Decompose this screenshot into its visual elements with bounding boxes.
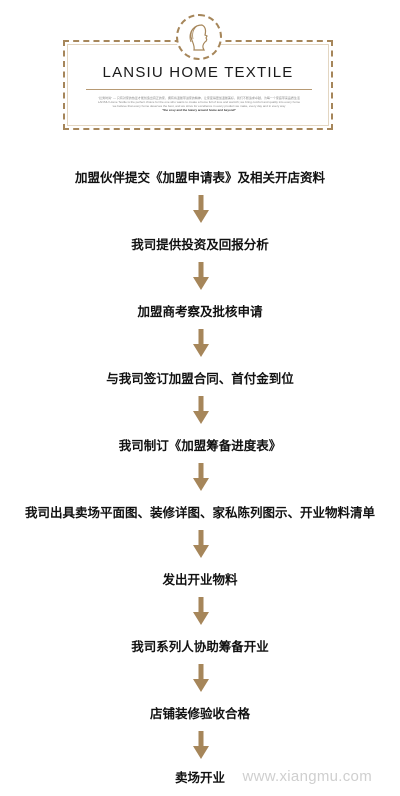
- down-arrow-icon: [193, 262, 209, 290]
- down-arrow-icon: [193, 530, 209, 558]
- flow-step-5: 我司制订《加盟筹备进度表》: [118, 438, 282, 453]
- flow-step-3: 加盟商考察及批核申请: [137, 304, 263, 319]
- flow-step-2: 我司提供投资及回报分析: [131, 237, 269, 252]
- flow-step-9: 店铺装修验收合格: [149, 706, 250, 721]
- flow-step-4: 与我司签订加盟合同、首付金到位: [106, 371, 294, 386]
- down-arrow-icon: [193, 329, 209, 357]
- flow-step-7: 发出开业物料: [162, 572, 238, 587]
- site-watermark: www.xiangmu.com: [242, 768, 372, 785]
- woman-profile-logo-icon: [176, 14, 222, 60]
- flow-step-1: 加盟伙伴提交《加盟申请表》及相关开店资料: [74, 170, 325, 185]
- down-arrow-icon: [193, 664, 209, 692]
- brand-fine-print: “拦秀时尚” — 只有对家的热爱才能创造出真正的家，拥有将温馨带进家的精神，让家…: [86, 96, 312, 112]
- fine-print-line: we believe that every home deserves the …: [112, 104, 286, 108]
- down-arrow-icon: [193, 597, 209, 625]
- flow-step-10: 卖场开业: [174, 770, 225, 785]
- down-arrow-icon: [193, 195, 209, 223]
- down-arrow-icon: [193, 463, 209, 491]
- down-arrow-icon: [193, 731, 209, 759]
- flow-step-8: 我司系列人协助筹备开业: [131, 639, 269, 654]
- down-arrow-icon: [193, 396, 209, 424]
- brand-divider: [86, 89, 312, 90]
- flow-step-6: 我司出具卖场平面图、装修详图、家私陈列图示、开业物料清单: [24, 505, 375, 520]
- fine-print-line: LANSIU Home Textile is the perfect choic…: [97, 100, 301, 104]
- fine-print-slogan: "the cosy and the luxury around home and…: [162, 108, 236, 112]
- fine-print-line: “拦秀时尚” — 只有对家的热爱才能创造出真正的家，拥有将温馨带进家的精神，让家…: [98, 96, 300, 100]
- brand-title: LANSIU HOME TEXTILE: [102, 64, 294, 81]
